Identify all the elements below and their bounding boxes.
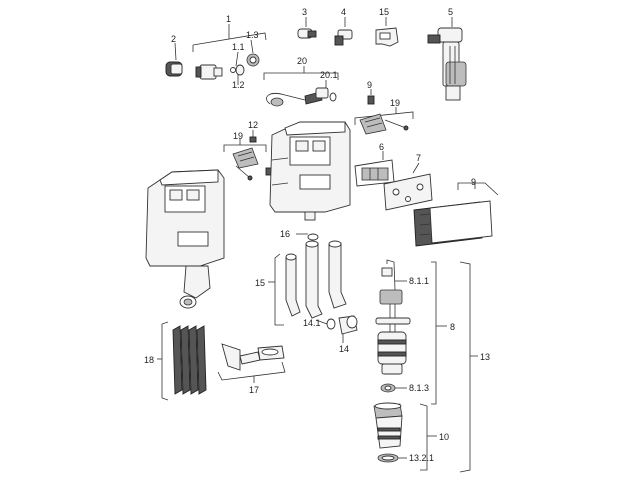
part-2-nut: [165, 42, 183, 77]
label-part-17: 17: [249, 385, 259, 395]
part-17-bracket-set: [217, 343, 286, 383]
label-part-16: 16: [280, 229, 290, 239]
label-part-8-1-3: 8.1.3: [409, 383, 429, 393]
part-6-frame: [354, 151, 395, 187]
part-3-fitting: [297, 17, 317, 39]
part-9-small-clip: [367, 89, 375, 105]
label-part-6: 6: [379, 142, 384, 152]
cistern-left: [145, 169, 225, 309]
part-13-brace: [459, 261, 478, 473]
cistern-center: [269, 121, 351, 221]
label-part-12: 12: [248, 120, 258, 130]
label-part-3: 3: [302, 7, 307, 17]
label-part-1-3: 1.3: [246, 30, 259, 40]
part-19-right-bracket: [354, 107, 414, 135]
label-part-19-right: 19: [390, 98, 400, 108]
part-12-screw: [249, 130, 257, 143]
label-part-10: 10: [439, 432, 449, 442]
label-part-13: 13: [480, 352, 490, 362]
label-part-20-1: 20.1: [320, 70, 338, 80]
part-8-flush-valve: [375, 259, 447, 405]
label-part-2: 2: [171, 34, 176, 44]
label-part-9-top: 9: [367, 80, 372, 90]
part-9-panel: [413, 182, 499, 247]
pipe-set: [268, 233, 358, 343]
part-1-assembly: [192, 24, 267, 85]
part-10-outlet: [373, 402, 437, 471]
part-4-clip: [334, 17, 353, 46]
part-15-bracket: [375, 17, 399, 47]
label-part-5: 5: [448, 7, 453, 17]
label-part-20: 20: [297, 56, 307, 66]
callout-labels: 1 1.1 1.2 1.3 2 3 4 15 5 20 20.1 9 19 12…: [144, 7, 490, 463]
label-part-1-2: 1.2: [232, 80, 245, 90]
label-part-4: 4: [341, 7, 346, 17]
label-part-9-right: 9: [471, 177, 476, 187]
label-part-8: 8: [450, 322, 455, 332]
part-20-actuator-cable: [263, 66, 339, 107]
label-part-13-2-1: 13.2.1: [409, 453, 434, 463]
label-part-7: 7: [416, 153, 421, 163]
label-part-8-1-1: 8.1.1: [409, 276, 429, 286]
label-part-1: 1: [226, 14, 231, 24]
part-19-left-bracket: [223, 139, 273, 181]
label-part-1-1: 1.1: [232, 42, 245, 52]
part-18-strips: [157, 321, 207, 401]
label-part-15-left: 15: [255, 278, 265, 288]
part-7-mount-plate: [383, 162, 433, 211]
label-part-19-left: 19: [233, 131, 243, 141]
label-part-14-1: 14.1: [303, 318, 321, 328]
label-part-18: 18: [144, 355, 154, 365]
part-5-fill-valve: [427, 17, 467, 101]
label-part-15-top: 15: [379, 7, 389, 17]
label-part-14: 14: [339, 344, 349, 354]
